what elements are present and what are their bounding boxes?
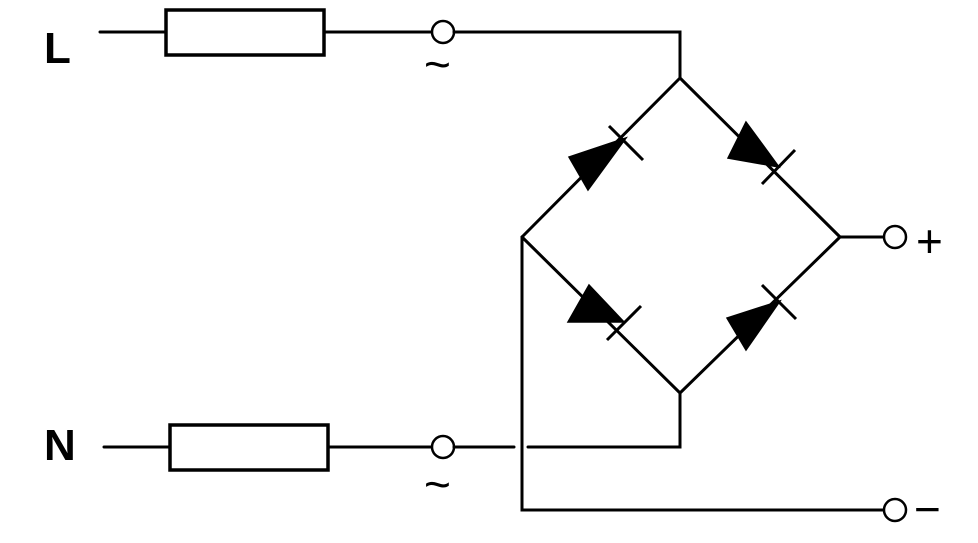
diode-d3-bar: [605, 304, 643, 342]
diode-d3-triangle: [566, 283, 626, 323]
label-neutral: N: [44, 421, 76, 470]
resistor-l: [164, 8, 326, 57]
diode-d1: [567, 124, 645, 192]
terminal-ac-bottom: [430, 434, 456, 460]
wire-ac-top-to-bridge: [452, 30, 682, 80]
diode-d2-bar: [760, 148, 797, 186]
label-line: L: [44, 24, 71, 73]
terminal-minus: [882, 497, 908, 523]
label-ac-bottom: ~: [424, 458, 451, 510]
diode-d2: [726, 120, 797, 186]
wire-ac-bottom-to-bridge: [526, 391, 682, 449]
diode-d1-triangle: [567, 136, 628, 192]
diode-d4-bar: [760, 283, 798, 321]
diode-d3: [566, 283, 643, 342]
terminal-ac-top: [430, 19, 456, 45]
terminal-plus: [882, 224, 908, 250]
diode-d2-triangle: [726, 120, 781, 169]
label-plus: +: [916, 215, 943, 267]
diode-d4-triangle: [725, 299, 782, 352]
wire-to-minus: [520, 235, 886, 512]
label-minus: −: [914, 483, 941, 535]
label-ac-top: ~: [424, 38, 451, 90]
diode-d4: [725, 283, 798, 352]
diode-d1-bar: [607, 124, 645, 162]
resistor-n: [168, 423, 330, 472]
